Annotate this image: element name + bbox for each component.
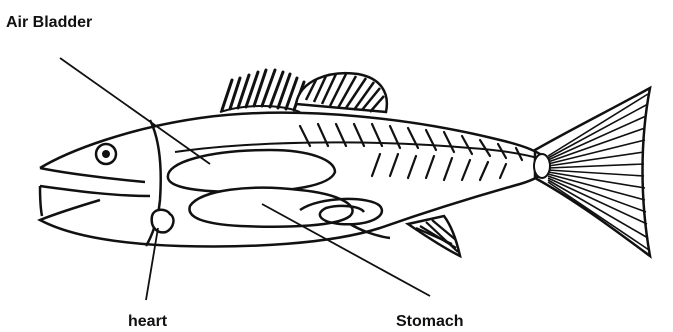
pelvic-fin [408, 216, 460, 256]
label-heart: heart [128, 313, 168, 330]
dorsal-spiny-fin [222, 70, 304, 110]
heart-organ [152, 210, 174, 233]
leader-line-heart [146, 228, 158, 300]
eye-icon [96, 144, 116, 164]
label-stomach: Stomach [396, 313, 464, 330]
label-air-bladder: Air Bladder [6, 14, 92, 31]
air-bladder-organ [168, 150, 335, 192]
soft-dorsal-fin [296, 73, 387, 112]
tail-fin [535, 88, 650, 256]
mouth [40, 168, 150, 216]
tail-base-joint [534, 154, 550, 178]
